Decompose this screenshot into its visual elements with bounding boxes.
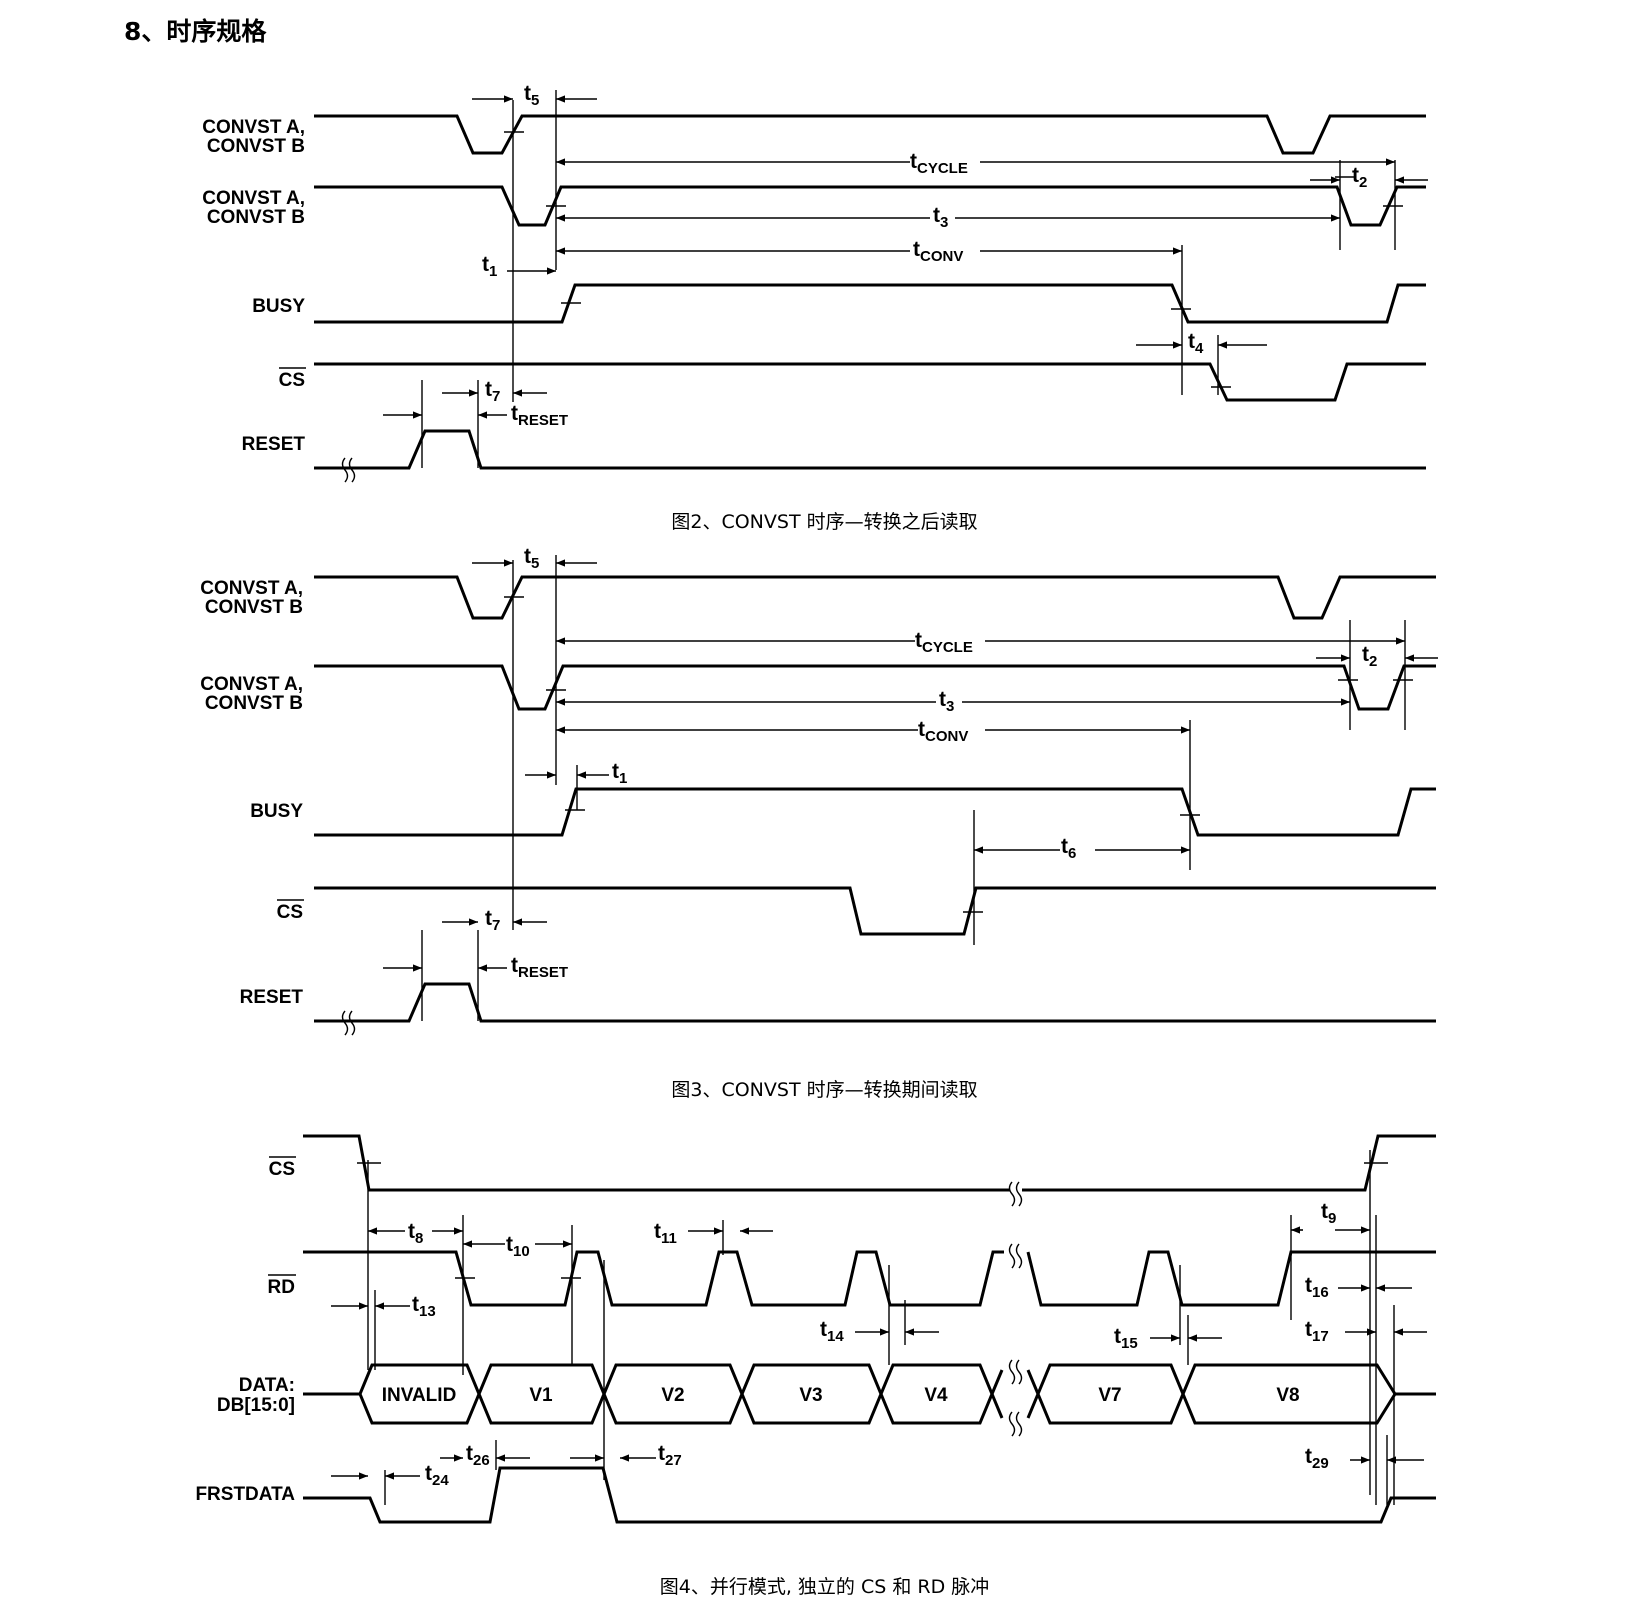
figure-3: CONVST A, CONVST B CONVST A, CONVST B BU… [200,545,1438,1036]
waveform-frstdata [303,1466,1436,1524]
timing-label-t29: t29 [1305,1445,1329,1472]
figure-3-caption: 图3、CONVST 时序—转换期间读取 [671,1079,978,1101]
timing-label-tconv: tCONV [918,718,968,745]
signal-label-rd: RD [268,1277,295,1298]
signal-label-convst-b: CONVST B [205,693,303,714]
figure-4: CS RD DATA: DB[15:0] FRSTDATA [195,1134,1436,1524]
timing-label-t2: t2 [1362,643,1377,670]
timing-label-treset: tRESET [511,402,568,429]
timing-label-t26: t26 [466,1442,490,1469]
reference-lines [421,90,1403,468]
break-mark [1008,1359,1023,1437]
break-mark [341,457,356,483]
timing-label-t10: t10 [506,1233,530,1260]
timing-label-t13: t13 [412,1293,436,1320]
data-word-v2: V2 [661,1385,684,1406]
signal-label-convst-a: CONVST A, [202,117,305,138]
timing-label-t16: t16 [1305,1274,1329,1301]
reference-lines [357,1150,1395,1505]
timing-label-t3: t3 [939,688,954,715]
waveform-convst-mid [314,185,1426,227]
timing-label-t8: t8 [408,1220,423,1247]
waveform-busy [314,787,1436,837]
waveform-convst-top [314,575,1436,620]
signal-label-convst-a: CONVST A, [200,674,303,695]
timing-label-t24: t24 [425,1462,449,1489]
signal-label-reset: RESET [242,434,306,455]
waveform-cs [314,886,1436,936]
signal-label-convst-a: CONVST A, [200,578,303,599]
break-mark [1008,1181,1023,1207]
waveform-rd [1026,1250,1436,1307]
signal-label-data: DATA: [239,1375,295,1396]
signal-label-cs: CS [277,902,303,923]
data-word-v1: V1 [529,1385,553,1406]
waveform-busy [314,283,1426,324]
figure-2: CONVST A, CONVST B CONVST A, CONVST B BU… [202,82,1428,483]
timing-label-t7: t7 [485,378,500,405]
timing-label-t6: t6 [1061,835,1076,862]
timing-label-t4: t4 [1188,330,1204,357]
signal-label-busy: BUSY [252,296,305,317]
timing-label-t5: t5 [524,82,539,109]
waveform-rd [303,1250,1004,1307]
timing-label-t7: t7 [485,907,500,934]
signal-label-cs: CS [279,370,305,391]
timing-label-t1: t1 [612,760,627,787]
data-word-invalid: INVALID [382,1385,457,1406]
timing-label-t17: t17 [1305,1318,1329,1345]
timing-label-treset: tRESET [511,954,568,981]
waveform-reset [314,429,1426,470]
timing-labels: t5 tCYCLE t2 t3 t1 tCONV t4 t7 tRESET [482,82,1367,429]
timing-label-t2: t2 [1352,164,1367,191]
timing-label-t27: t27 [658,1442,682,1469]
data-word-v7: V7 [1098,1385,1121,1406]
timing-label-tconv: tCONV [913,238,963,265]
waveform-cs [314,362,1426,402]
timing-arrows [383,559,1438,972]
waveform-convst-top [314,114,1426,155]
data-word-v8: V8 [1276,1385,1299,1406]
waveform-convst-mid [314,664,1436,711]
signal-label-convst-b: CONVST B [207,207,305,228]
figure-2-caption: 图2、CONVST 时序—转换之后读取 [671,511,978,533]
timing-label-t3: t3 [933,204,948,231]
waveform-data-bus [303,1363,1436,1425]
timing-arrows [383,95,1428,419]
timing-labels: t8 t10 t11 t9 t13 t14 t15 t16 t17 t24 t2… [408,1200,1336,1489]
figure-4-caption: 图4、并行模式, 独立的 CS 和 RD 脉冲 [659,1576,990,1598]
timing-label-tcycle: tCYCLE [910,150,968,177]
timing-label-t14: t14 [820,1318,844,1345]
signal-label-cs: CS [269,1159,295,1180]
signal-label-convst-a: CONVST A, [202,188,305,209]
signal-label-reset: RESET [240,987,304,1008]
timing-label-t5: t5 [524,545,539,572]
timing-label-t15: t15 [1114,1325,1138,1352]
reference-lines [421,555,1413,1021]
data-word-v4: V4 [924,1385,948,1406]
data-word-labels: INVALID V1 V2 V3 V4 V7 V8 [382,1385,1300,1406]
signal-label-convst-b: CONVST B [205,597,303,618]
timing-label-tcycle: tCYCLE [915,629,973,656]
signal-label-busy: BUSY [250,801,303,822]
break-mark [1008,1243,1023,1269]
signal-label-db: DB[15:0] [217,1395,295,1416]
timing-label-t1: t1 [482,253,497,280]
break-mark [341,1010,356,1036]
signal-label-convst-b: CONVST B [207,136,305,157]
data-word-v3: V3 [799,1385,822,1406]
waveform-reset [314,982,1436,1023]
section-title: 8、时序规格 [124,17,267,46]
timing-arrows [331,1226,1427,1480]
timing-label-t9: t9 [1321,1200,1336,1227]
waveform-cs [303,1134,1010,1192]
signal-label-frstdata: FRSTDATA [195,1484,295,1505]
timing-labels: t5 tCYCLE t2 t3 tCONV t1 t6 t7 tRESET [485,545,1377,981]
timing-label-t11: t11 [654,1220,677,1247]
